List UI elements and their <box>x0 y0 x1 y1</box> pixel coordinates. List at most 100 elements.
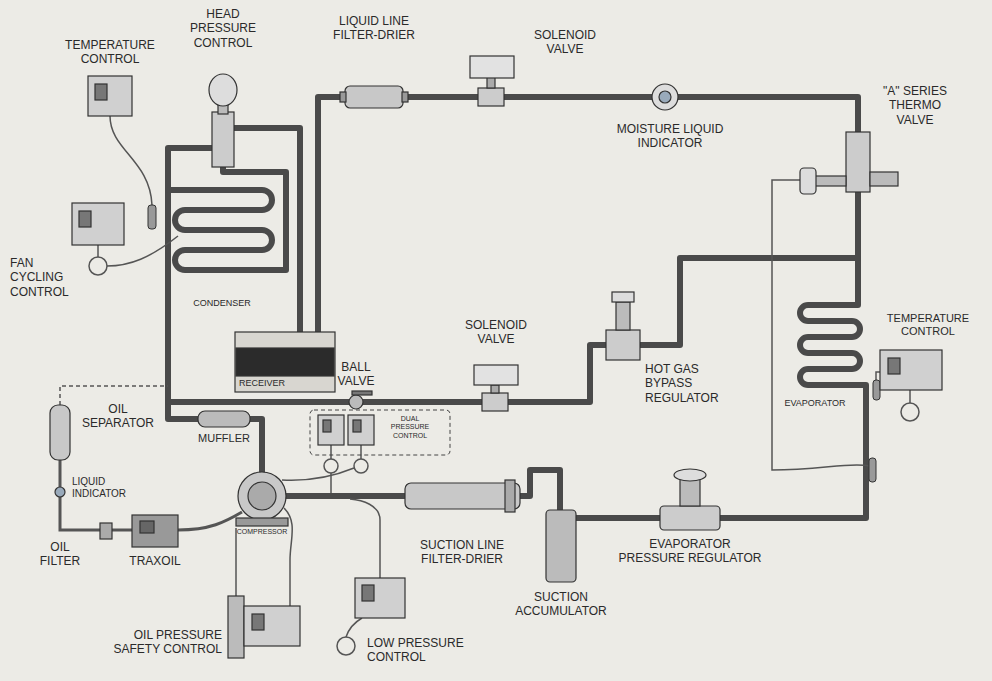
control-capillary <box>89 116 919 655</box>
condenser-and-valves <box>349 395 363 409</box>
part-label: DUAL PRESSURE CONTROL <box>388 415 433 440</box>
control-box <box>888 358 900 374</box>
control-box <box>72 203 124 245</box>
condenser-and-valves <box>235 332 335 392</box>
condenser-and-valves <box>659 91 671 103</box>
condenser-and-valves <box>478 88 504 106</box>
condenser-and-valves <box>870 172 898 186</box>
control-bulb <box>148 205 156 229</box>
condenser-and-valves <box>140 521 154 533</box>
refrigerant-pipe <box>168 345 606 402</box>
condenser-and-valves <box>55 487 65 497</box>
refrigerant-pipe <box>576 192 866 518</box>
control-box <box>318 415 344 445</box>
part-label: LIQUID LINE FILTER-DRIER <box>327 14 422 43</box>
condenser-and-valves <box>815 176 846 186</box>
part-label: EVAPORATOR PRESSURE REGULATOR <box>616 537 764 566</box>
refrigerant-pipe <box>286 493 405 499</box>
condenser-and-valves <box>236 348 334 376</box>
condenser-and-valves <box>238 472 286 520</box>
control-box <box>95 84 107 100</box>
control-box <box>348 415 374 445</box>
condenser-and-valves <box>680 478 700 506</box>
refrigerant-pipe <box>520 470 560 510</box>
part-label: SUCTION ACCUMULATOR <box>511 590 611 619</box>
part-label: "A" SERIES THERMO VALVE <box>875 84 955 127</box>
dual-control-housing <box>310 410 450 455</box>
control-capillary <box>324 459 338 473</box>
condenser-and-valves <box>132 515 178 547</box>
control-capillary <box>772 180 869 470</box>
condenser-and-valves <box>470 56 514 78</box>
condenser-and-valves <box>345 86 403 108</box>
condenser-and-valves <box>198 411 250 427</box>
control-capillary <box>89 257 107 275</box>
condenser-and-valves <box>209 74 237 106</box>
control-capillary <box>360 445 362 459</box>
part-label: TRAXOIL <box>129 554 180 568</box>
part-label: HEAD PRESSURE CONTROL <box>181 7 266 50</box>
part-label: SUCTION LINE FILTER-DRIER <box>407 538 517 567</box>
condenser-and-valves <box>674 469 706 481</box>
part-label: MOISTURE LIQUID INDICATOR <box>613 122 728 151</box>
control-capillary <box>909 390 911 403</box>
condenser-and-valves <box>606 330 640 360</box>
control-box <box>244 606 300 646</box>
refrigerant-pipe <box>168 165 286 270</box>
refrigerant-pipe <box>640 258 858 345</box>
control-box <box>72 76 942 658</box>
control-capillary <box>354 459 368 473</box>
control-box <box>79 211 91 227</box>
part-label: RECEIVER <box>239 378 285 389</box>
control-capillary <box>337 637 355 655</box>
control-box <box>252 614 264 630</box>
part-label: LOW PRESSURE CONTROL <box>367 636 477 665</box>
condenser-and-valves <box>616 302 630 330</box>
condenser-and-valves <box>652 84 678 110</box>
control-box <box>355 578 405 618</box>
part-label: TEMPERATURE CONTROL <box>60 38 160 67</box>
control-bulb <box>148 205 880 482</box>
control-capillary <box>346 618 362 637</box>
refrigerant-pipe <box>168 97 866 518</box>
condenser-and-valves <box>236 518 288 526</box>
part-label: SOLENOID VALVE <box>459 318 534 347</box>
control-capillary <box>350 499 380 578</box>
control-box <box>228 596 244 658</box>
oil-line <box>60 460 132 530</box>
condenser-and-valves <box>100 523 112 539</box>
condenser-and-valves <box>212 112 234 167</box>
condenser-and-valves <box>612 292 634 302</box>
refrigerant-pipe <box>250 419 262 474</box>
condenser-and-valves <box>660 506 720 530</box>
condenser-and-valves <box>546 510 576 582</box>
control-capillary <box>901 403 919 421</box>
control-box <box>353 420 361 432</box>
condenser-and-valves <box>505 480 515 512</box>
condenser-and-valves <box>491 385 499 393</box>
control-box <box>323 420 331 432</box>
control-capillary <box>330 445 332 459</box>
condenser-and-valves <box>800 168 816 194</box>
control-box <box>88 76 132 116</box>
control-bulb <box>873 380 880 400</box>
condenser-and-valves <box>482 393 508 411</box>
part-label: HOT GAS BYPASS REGULATOR <box>645 362 735 405</box>
refrigerant-pipe <box>318 97 858 372</box>
part-label: LIQUID INDICATOR <box>72 476 132 500</box>
control-box <box>362 585 374 601</box>
condenser-and-valves <box>405 483 520 509</box>
part-label: SOLENOID VALVE <box>528 28 603 57</box>
control-capillary <box>97 245 99 257</box>
part-label: MUFFLER <box>198 432 250 445</box>
control-capillary <box>110 116 152 205</box>
oil-line <box>178 512 242 530</box>
condenser-and-valves <box>846 132 870 192</box>
part-label: OIL SEPARATOR <box>78 402 158 431</box>
condenser-and-valves <box>340 92 346 102</box>
control-capillary <box>282 468 354 480</box>
part-label: TEMPERATURE CONTROL <box>881 312 976 338</box>
part-label: EVAPORATOR <box>784 398 845 409</box>
